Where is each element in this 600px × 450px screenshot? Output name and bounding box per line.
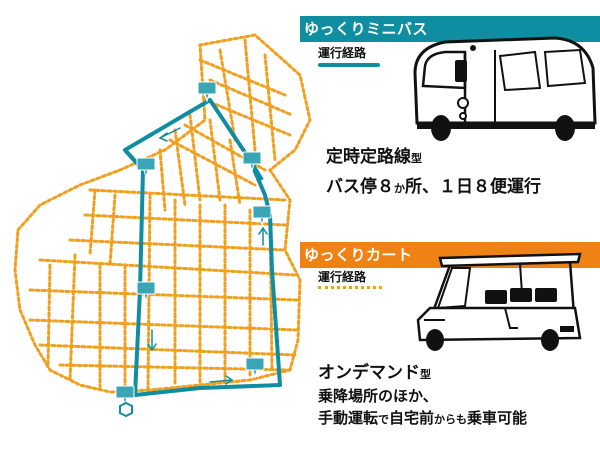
golf-cart-illustration bbox=[416, 252, 582, 351]
bus-stops bbox=[115, 81, 272, 407]
minibus-type-text: 定時定路線型 bbox=[326, 147, 422, 167]
bus-stop-icon bbox=[252, 205, 272, 227]
direction-arrow-icon bbox=[147, 127, 268, 385]
cart-route-label: 運行経路 bbox=[318, 270, 367, 284]
minibus-illustration bbox=[413, 36, 597, 141]
cart-manual-text: 手動運転で自宅前からも乗車可能 bbox=[318, 409, 528, 427]
minibus-route-label: 運行経路 bbox=[318, 46, 367, 60]
start-hexagon-icon bbox=[119, 401, 133, 418]
cart-pickup-text: 乗降場所のほか、 bbox=[318, 387, 438, 405]
bus-stop-icon bbox=[242, 151, 262, 173]
bus-stop-icon bbox=[197, 81, 217, 103]
minibus-stops-text: バス停８か所、１日８便運行 bbox=[326, 177, 541, 197]
cart-legend-line bbox=[318, 286, 382, 289]
bus-stop-icon bbox=[115, 385, 135, 407]
minibus-legend-line bbox=[318, 63, 380, 67]
bus-stop-icon bbox=[245, 357, 265, 379]
bus-stop-icon bbox=[136, 157, 156, 179]
bus-stop-icon bbox=[136, 281, 156, 303]
minibus-header: ゆっくりミニバス bbox=[300, 16, 600, 42]
cart-type-text: オンデマンド型 bbox=[318, 363, 431, 383]
